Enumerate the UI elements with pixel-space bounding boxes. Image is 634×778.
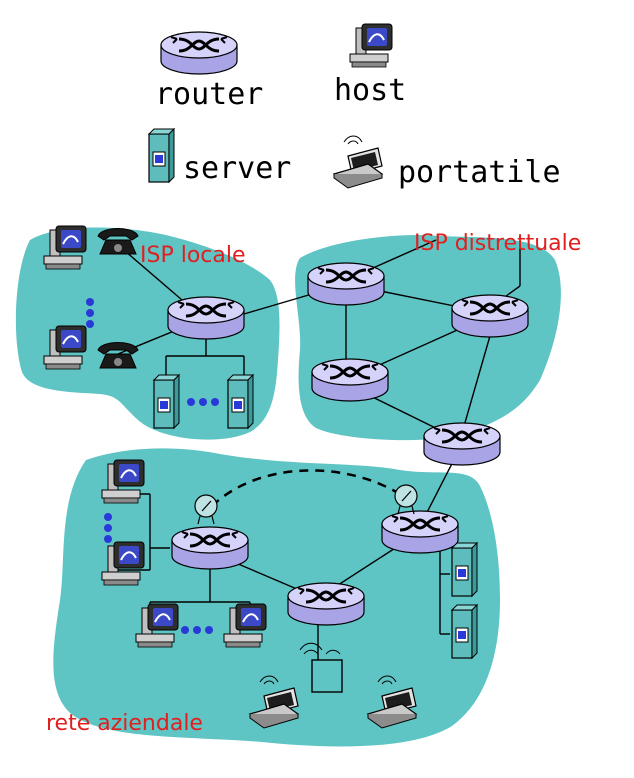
host-icon xyxy=(43,325,87,370)
host-icon xyxy=(101,459,145,504)
legend-server-icon xyxy=(148,128,175,183)
ellipsis-dots xyxy=(86,298,219,634)
router-regional-3 xyxy=(310,357,390,403)
legend-laptop-label: portatile xyxy=(398,155,561,190)
wireless-waves-icon xyxy=(299,642,341,655)
router-company-3 xyxy=(286,581,366,627)
router-local-isp xyxy=(166,295,246,341)
legend-router-icon xyxy=(159,30,239,76)
legend-router-label: router xyxy=(155,77,263,112)
local-isp-cloud xyxy=(15,227,280,440)
router-regional-2 xyxy=(450,293,530,339)
legend-server-label: server xyxy=(183,151,291,186)
legend-host-label: host xyxy=(334,73,406,108)
legend: router host server portatile xyxy=(148,23,561,190)
host-icon xyxy=(101,541,145,586)
router-regional-4 xyxy=(422,421,502,467)
router-regional-1 xyxy=(306,261,386,307)
host-icon xyxy=(135,603,179,648)
company-network-label: rete aziendale xyxy=(46,711,203,736)
host-icon xyxy=(43,225,87,270)
server-icon xyxy=(451,604,478,659)
router-company-2 xyxy=(380,509,460,555)
server-icon xyxy=(227,374,254,429)
server-icon xyxy=(451,542,478,597)
router-company-1 xyxy=(170,525,250,571)
regional-isp-label: ISP distrettuale xyxy=(414,231,581,256)
legend-laptop-icon xyxy=(333,135,383,189)
server-icon xyxy=(153,374,180,429)
host-icon xyxy=(223,603,267,648)
local-isp-label: ISP locale xyxy=(140,243,246,268)
legend-host-icon xyxy=(349,23,393,68)
